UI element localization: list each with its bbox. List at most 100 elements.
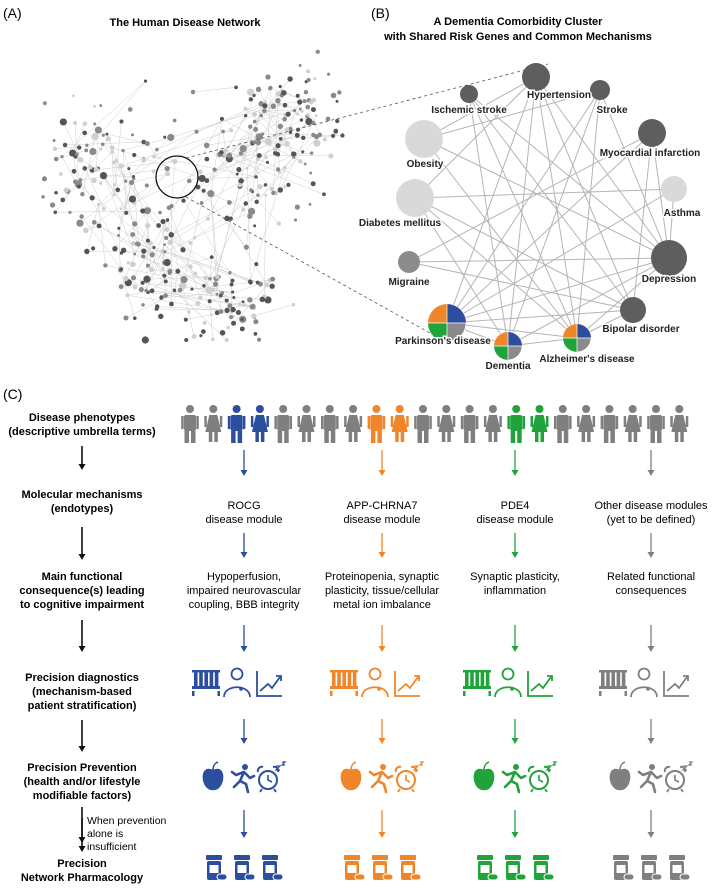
down-arrow (240, 450, 248, 476)
network-edge (202, 176, 257, 179)
network-node (194, 129, 199, 134)
female-figure-icon (250, 405, 269, 442)
network-node (88, 165, 93, 170)
network-edge (280, 115, 317, 191)
network-edge (153, 247, 258, 283)
svg-text:Disease phenotypes: Disease phenotypes (29, 412, 135, 424)
svg-text:Network Pharmacology: Network Pharmacology (21, 872, 144, 884)
network-node (241, 207, 246, 212)
network-node (202, 284, 206, 288)
cluster-label-migraine: Migraine (388, 277, 430, 288)
pharmacology-icons (344, 855, 422, 881)
network-node (298, 64, 302, 68)
cluster-edge (576, 89, 601, 339)
female-figure-icon (530, 405, 549, 442)
network-node (212, 281, 219, 287)
panel-c-tag: (C) (3, 386, 22, 402)
network-node (314, 114, 318, 117)
cluster-edge (468, 93, 578, 339)
network-node (119, 119, 124, 124)
network-node (145, 238, 150, 243)
network-node (255, 280, 260, 285)
network-edge (256, 134, 320, 203)
down-arrow (378, 450, 386, 476)
network-node (114, 158, 119, 164)
network-edge (268, 108, 301, 142)
down-arrow (647, 625, 655, 652)
runner-icon (501, 764, 527, 794)
network-edge (198, 128, 291, 188)
network-node (210, 287, 216, 293)
network-node (235, 310, 241, 316)
network-edge (61, 156, 76, 182)
network-node (91, 177, 97, 184)
network-node (68, 210, 72, 214)
network-node (306, 113, 310, 117)
network-node (203, 275, 208, 281)
alarm-clock-icon (256, 761, 287, 793)
down-arrow (511, 533, 519, 558)
network-node (235, 172, 239, 176)
apple-icon (340, 761, 362, 791)
network-node (77, 156, 84, 163)
network-node (141, 336, 149, 344)
network-node (132, 152, 137, 158)
network-node (91, 246, 96, 251)
network-node (129, 179, 135, 186)
network-node (53, 210, 58, 215)
network-node (155, 147, 159, 152)
cluster-node-dementia (493, 331, 523, 361)
network-node (118, 284, 124, 290)
network-node (152, 154, 157, 159)
network-node (204, 178, 210, 184)
down-arrow (78, 620, 86, 652)
network-node (313, 77, 317, 81)
consequence-blue: Hypoperfusion, impaired neurovascular co… (187, 571, 302, 611)
line-chart-icon (663, 671, 689, 697)
network-edge (230, 119, 285, 219)
network-node (101, 206, 106, 211)
network-edge (96, 161, 175, 170)
network-node (91, 132, 99, 141)
network-node (234, 85, 238, 90)
network-node (297, 99, 303, 105)
network-node (263, 183, 268, 187)
test-tube-rack-icon (463, 670, 491, 696)
network-edge (222, 131, 226, 151)
network-node (210, 313, 214, 317)
network-node (226, 200, 232, 205)
cluster-edge (468, 93, 634, 311)
network-node (113, 183, 117, 187)
network-node (230, 306, 236, 313)
runner-icon (637, 764, 663, 794)
network-node (310, 107, 316, 113)
network-edge (114, 210, 148, 249)
network-node (179, 282, 187, 290)
network-node (75, 152, 79, 157)
network-node (305, 117, 313, 126)
network-node (160, 218, 166, 225)
network-edge (133, 277, 243, 320)
line-chart-icon (394, 671, 420, 697)
network-edge (157, 306, 228, 311)
cluster-node-bipolar (620, 297, 646, 323)
network-edge (201, 153, 294, 204)
svg-text:disease module: disease module (343, 514, 420, 526)
network-edge (240, 126, 251, 181)
cluster-edge (599, 89, 670, 259)
network-node (42, 101, 47, 106)
network-node (259, 113, 263, 118)
network-edge (261, 115, 294, 155)
network-node (172, 118, 177, 123)
network-node (141, 157, 146, 163)
svg-text:Proteinopenia, synaptic: Proteinopenia, synaptic (325, 571, 440, 583)
network-edge (162, 221, 165, 263)
row-label-diagnostics: Precision diagnostics (mechanism-based p… (25, 672, 139, 712)
network-node (340, 133, 345, 138)
network-node (264, 193, 268, 197)
svg-text:(yet to be defined): (yet to be defined) (607, 514, 696, 526)
network-node (181, 198, 186, 203)
network-node (118, 163, 124, 169)
network-node (131, 133, 135, 137)
network-node (112, 193, 116, 197)
